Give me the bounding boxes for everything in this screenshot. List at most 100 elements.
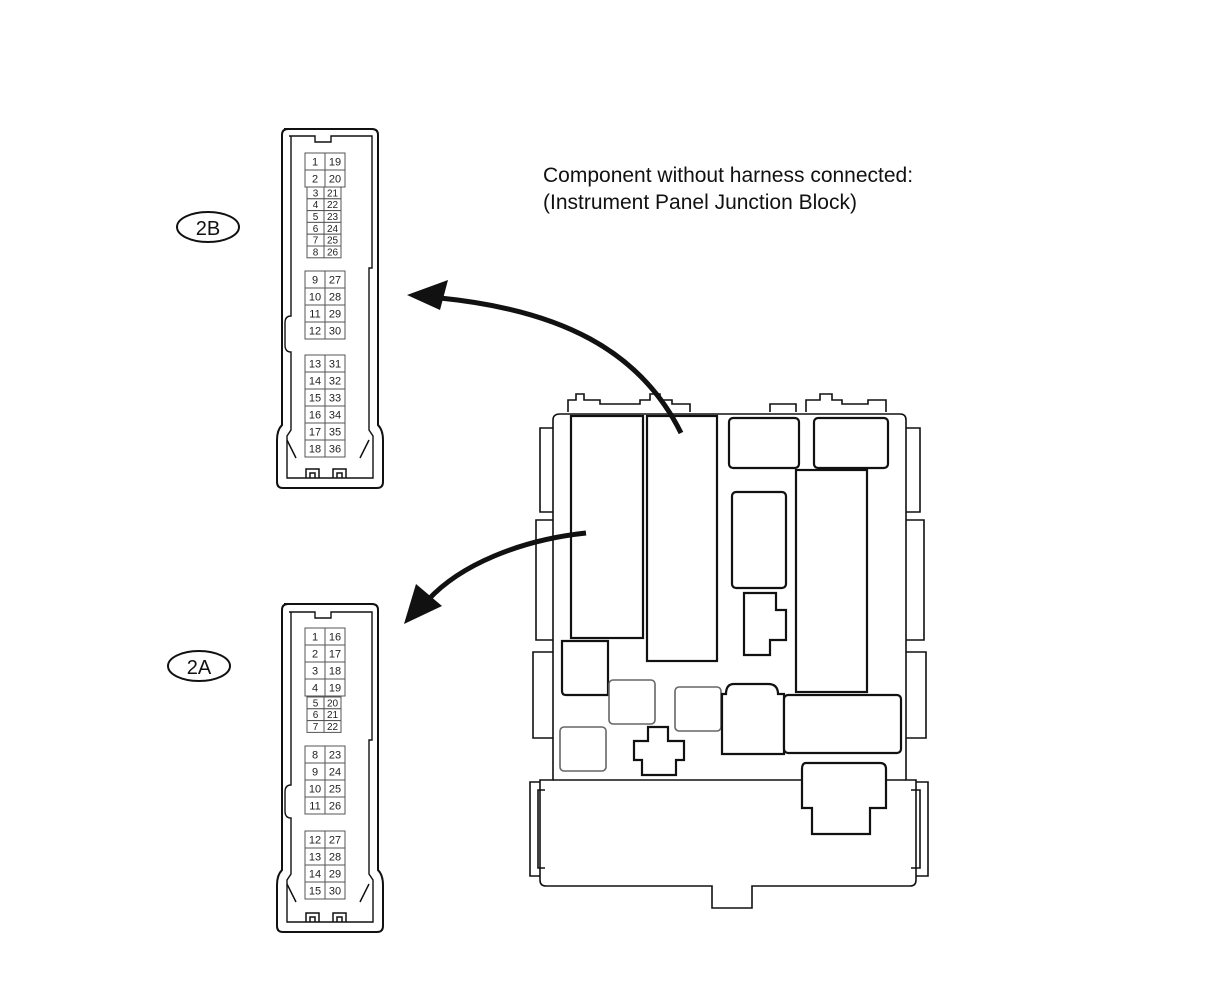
- pin-number: 24: [327, 224, 339, 235]
- pin-number: 29: [329, 869, 341, 881]
- pin-number: 12: [309, 835, 321, 847]
- pin-number: 1: [312, 157, 318, 169]
- pin-number: 4: [312, 683, 318, 695]
- pin-number: 5: [313, 212, 319, 223]
- connector-2b-label: 2B: [196, 218, 220, 240]
- relay-slot-small: [730, 490, 788, 590]
- pin-number: 4: [313, 200, 319, 211]
- pin-number: 6: [313, 710, 319, 721]
- pin-cell: [323, 245, 342, 259]
- fuse-slot-top-left: [727, 416, 801, 470]
- pin-number: 3: [312, 666, 318, 678]
- pin-number: 7: [313, 236, 319, 247]
- pin-number: 28: [329, 292, 341, 304]
- pin-number: 9: [312, 767, 318, 779]
- pin-number: 11: [309, 309, 320, 321]
- slot-square-c: [559, 726, 607, 772]
- pin-number: 2: [312, 174, 318, 186]
- pin-number: 1: [312, 632, 318, 644]
- caption-line-1: Component without harness connected:: [543, 164, 914, 187]
- arrow-to-2b-head: [407, 280, 448, 310]
- connector-2a-label-oval: [167, 650, 231, 682]
- pin-number: 27: [329, 275, 341, 287]
- slot-square-b: [674, 686, 722, 732]
- pin-number: 12: [309, 326, 321, 338]
- pin-number: 3: [313, 188, 319, 199]
- connector-2b: 2B 1 19 2 20 3 21 4 22 5 23 6 24 7 25 8 26 9 27 10 28 11 29 12…: [176, 128, 384, 489]
- pin-number: 34: [329, 410, 341, 422]
- pin-number: 27: [329, 835, 341, 847]
- slot-lower-left: [560, 639, 610, 697]
- pin-number: 23: [329, 750, 341, 762]
- top-clips: [567, 393, 887, 412]
- junction-block: [529, 393, 929, 909]
- pin-number: 20: [329, 174, 341, 186]
- pin-number: 36: [329, 444, 341, 456]
- pin-number: 35: [329, 427, 341, 439]
- connector-2a-inner-wall: [284, 611, 374, 923]
- pin-number: 13: [309, 852, 321, 864]
- pin-number: 22: [327, 200, 339, 211]
- pin-cell: [324, 439, 346, 458]
- pin-number: 18: [309, 444, 321, 456]
- pin-number: 20: [327, 698, 339, 709]
- pin-number: 8: [313, 247, 319, 258]
- pin-cell: [324, 881, 346, 900]
- pin-number: 17: [329, 649, 341, 661]
- pin-number: 21: [327, 710, 339, 721]
- fuse-slot-top-right: [812, 416, 890, 470]
- pin-number: 23: [327, 212, 339, 223]
- arrow-to-2b-curve: [439, 295, 684, 435]
- slot-square-a: [608, 679, 656, 725]
- pin-number: 29: [329, 309, 341, 321]
- left-side-tabs: [529, 427, 553, 877]
- pin-number: 22: [327, 722, 339, 733]
- pin-number: 11: [309, 801, 320, 813]
- pin-number: 26: [329, 801, 341, 813]
- pin-number: 10: [309, 784, 321, 796]
- pin-number: 2: [312, 649, 318, 661]
- connector-slot-2b: [645, 414, 719, 663]
- slot-connector-lower-right: [782, 693, 903, 755]
- pin-number: 13: [309, 359, 321, 371]
- pin-number: 6: [313, 224, 319, 235]
- pin-cell: [323, 720, 342, 733]
- pin-number: 7: [313, 722, 319, 733]
- connector-slot-2a: [569, 414, 645, 640]
- pin-number: 32: [329, 376, 341, 388]
- pin-number: 15: [309, 886, 321, 898]
- pin-number: 25: [329, 784, 341, 796]
- pin-number: 33: [329, 393, 341, 405]
- pin-number: 8: [312, 750, 318, 762]
- pin-number: 30: [329, 326, 341, 338]
- pin-number: 19: [329, 157, 341, 169]
- pin-number: 10: [309, 292, 321, 304]
- connector-2b-pin-grid: 1 19 2 20 3 21 4 22 5 23 6 24 7 25 8 26 9 27 10 28 11 29 12 30 1…: [304, 152, 346, 458]
- connector-2b-inner-wall: [284, 135, 374, 479]
- pin-number: 16: [329, 632, 341, 644]
- connector-2b-locks: [286, 439, 370, 478]
- pin-number: 5: [313, 698, 319, 709]
- connector-2b-label-oval: [176, 211, 240, 243]
- pin-number: 21: [327, 188, 339, 199]
- pin-cell: [324, 678, 346, 697]
- right-side-tabs: [906, 427, 929, 877]
- caption-line-2: (Instrument Panel Junction Block): [543, 191, 857, 214]
- connector-2a-label: 2A: [187, 657, 212, 679]
- arrows: [404, 280, 684, 624]
- pin-number: 14: [309, 869, 321, 881]
- pin-number: 26: [327, 247, 339, 258]
- slot-connector-lower-mid: [720, 682, 786, 756]
- pin-number: 25: [327, 236, 339, 247]
- connector-slot-tall-right: [794, 468, 869, 694]
- connector-2a-locks: [286, 883, 370, 922]
- pin-number: 9: [312, 275, 318, 287]
- pin-number: 17: [309, 427, 321, 439]
- keyed-slot-middle: [742, 591, 788, 657]
- pin-number: 28: [329, 852, 341, 864]
- pin-number: 18: [329, 666, 341, 678]
- pin-number: 16: [309, 410, 321, 422]
